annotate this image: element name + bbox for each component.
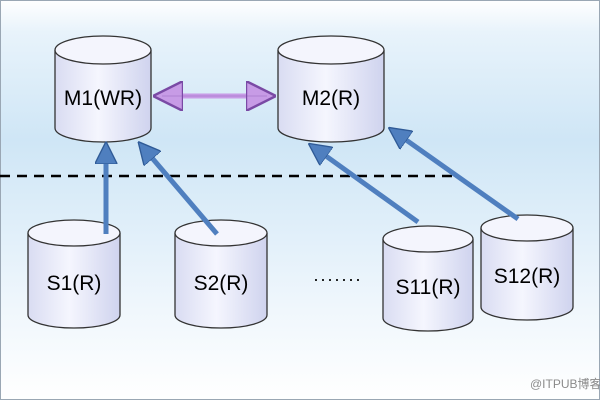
slave-db-s2: S2(R): [174, 219, 268, 329]
database-icon: [174, 233, 268, 329]
node-label-s1: S1(R): [47, 272, 102, 295]
slave-db-s12: S12(R): [480, 214, 574, 321]
slave-db-s1: S1(R): [27, 219, 121, 329]
watermark: @ITPUB博客: [530, 376, 600, 391]
database-icon: [27, 233, 121, 329]
master-db-m1: M1(WR): [54, 35, 152, 143]
slave-db-s11: S11(R): [382, 225, 474, 332]
node-label-m2: M2(R): [302, 87, 360, 110]
node-label-s12: S12(R): [494, 265, 561, 288]
database-icon: [382, 239, 474, 332]
database-icon: [277, 50, 385, 143]
replication-arrow-s11-m2: [312, 146, 420, 225]
replication-arrow-s12-m2: [392, 130, 520, 222]
database-icon: [480, 228, 574, 321]
ellipsis-more-slaves: ·······: [313, 269, 362, 289]
node-label-s2: S2(R): [194, 272, 249, 295]
master-db-m2: M2(R): [277, 35, 385, 143]
node-label-s11: S11(R): [396, 276, 461, 299]
replication-arrow-s2-m1: [141, 145, 219, 236]
node-label-m1: M1(WR): [64, 87, 142, 110]
